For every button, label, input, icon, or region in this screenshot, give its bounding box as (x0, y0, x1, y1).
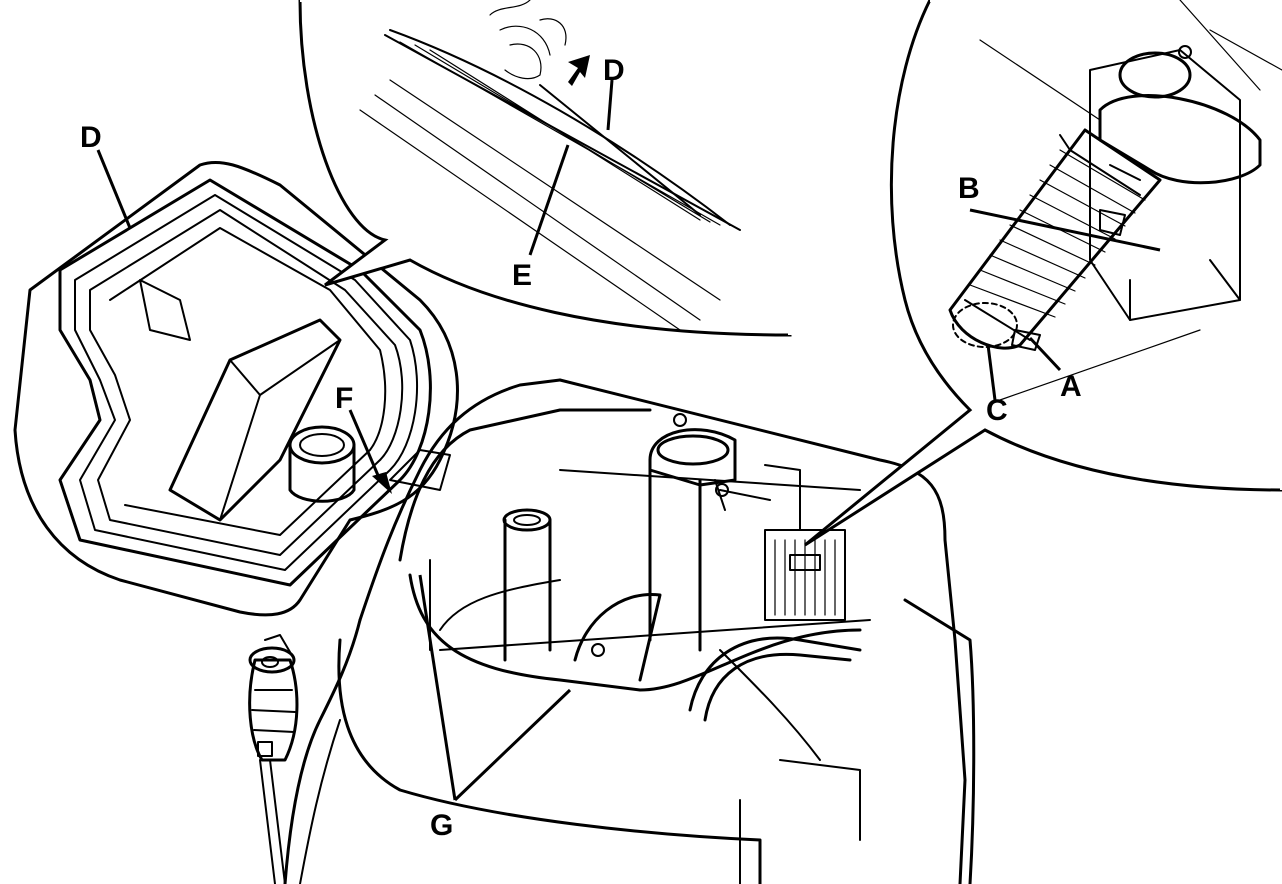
leader-B (969, 208, 1161, 252)
label-D-top: D (603, 54, 625, 87)
leader-D-left (96, 149, 132, 229)
leader-D-top (606, 79, 614, 131)
leader-lines (96, 79, 1161, 802)
seal-detail-callout (298, 0, 792, 337)
leader-G-2 (453, 688, 572, 802)
label-C: C (986, 394, 1008, 427)
leader-E (528, 144, 570, 256)
filter-detail-callout (804, 0, 1282, 547)
leader-F (348, 409, 382, 481)
filter-cartridge-installed (764, 464, 846, 621)
lift-arrow-icon (568, 55, 590, 86)
lid (13, 160, 459, 617)
power-cord-plug (248, 634, 299, 884)
leader-G-1 (418, 574, 457, 801)
leader-F-arrowhead (372, 472, 392, 494)
label-A: A (1060, 370, 1082, 403)
label-B: B (958, 172, 980, 205)
label-D-left: D (80, 121, 102, 154)
label-G: G (430, 809, 453, 842)
label-E: E (512, 259, 532, 292)
label-F: F (335, 382, 353, 415)
leader-A (1028, 336, 1062, 372)
unit-body (283, 378, 976, 884)
leader-C (986, 344, 997, 401)
